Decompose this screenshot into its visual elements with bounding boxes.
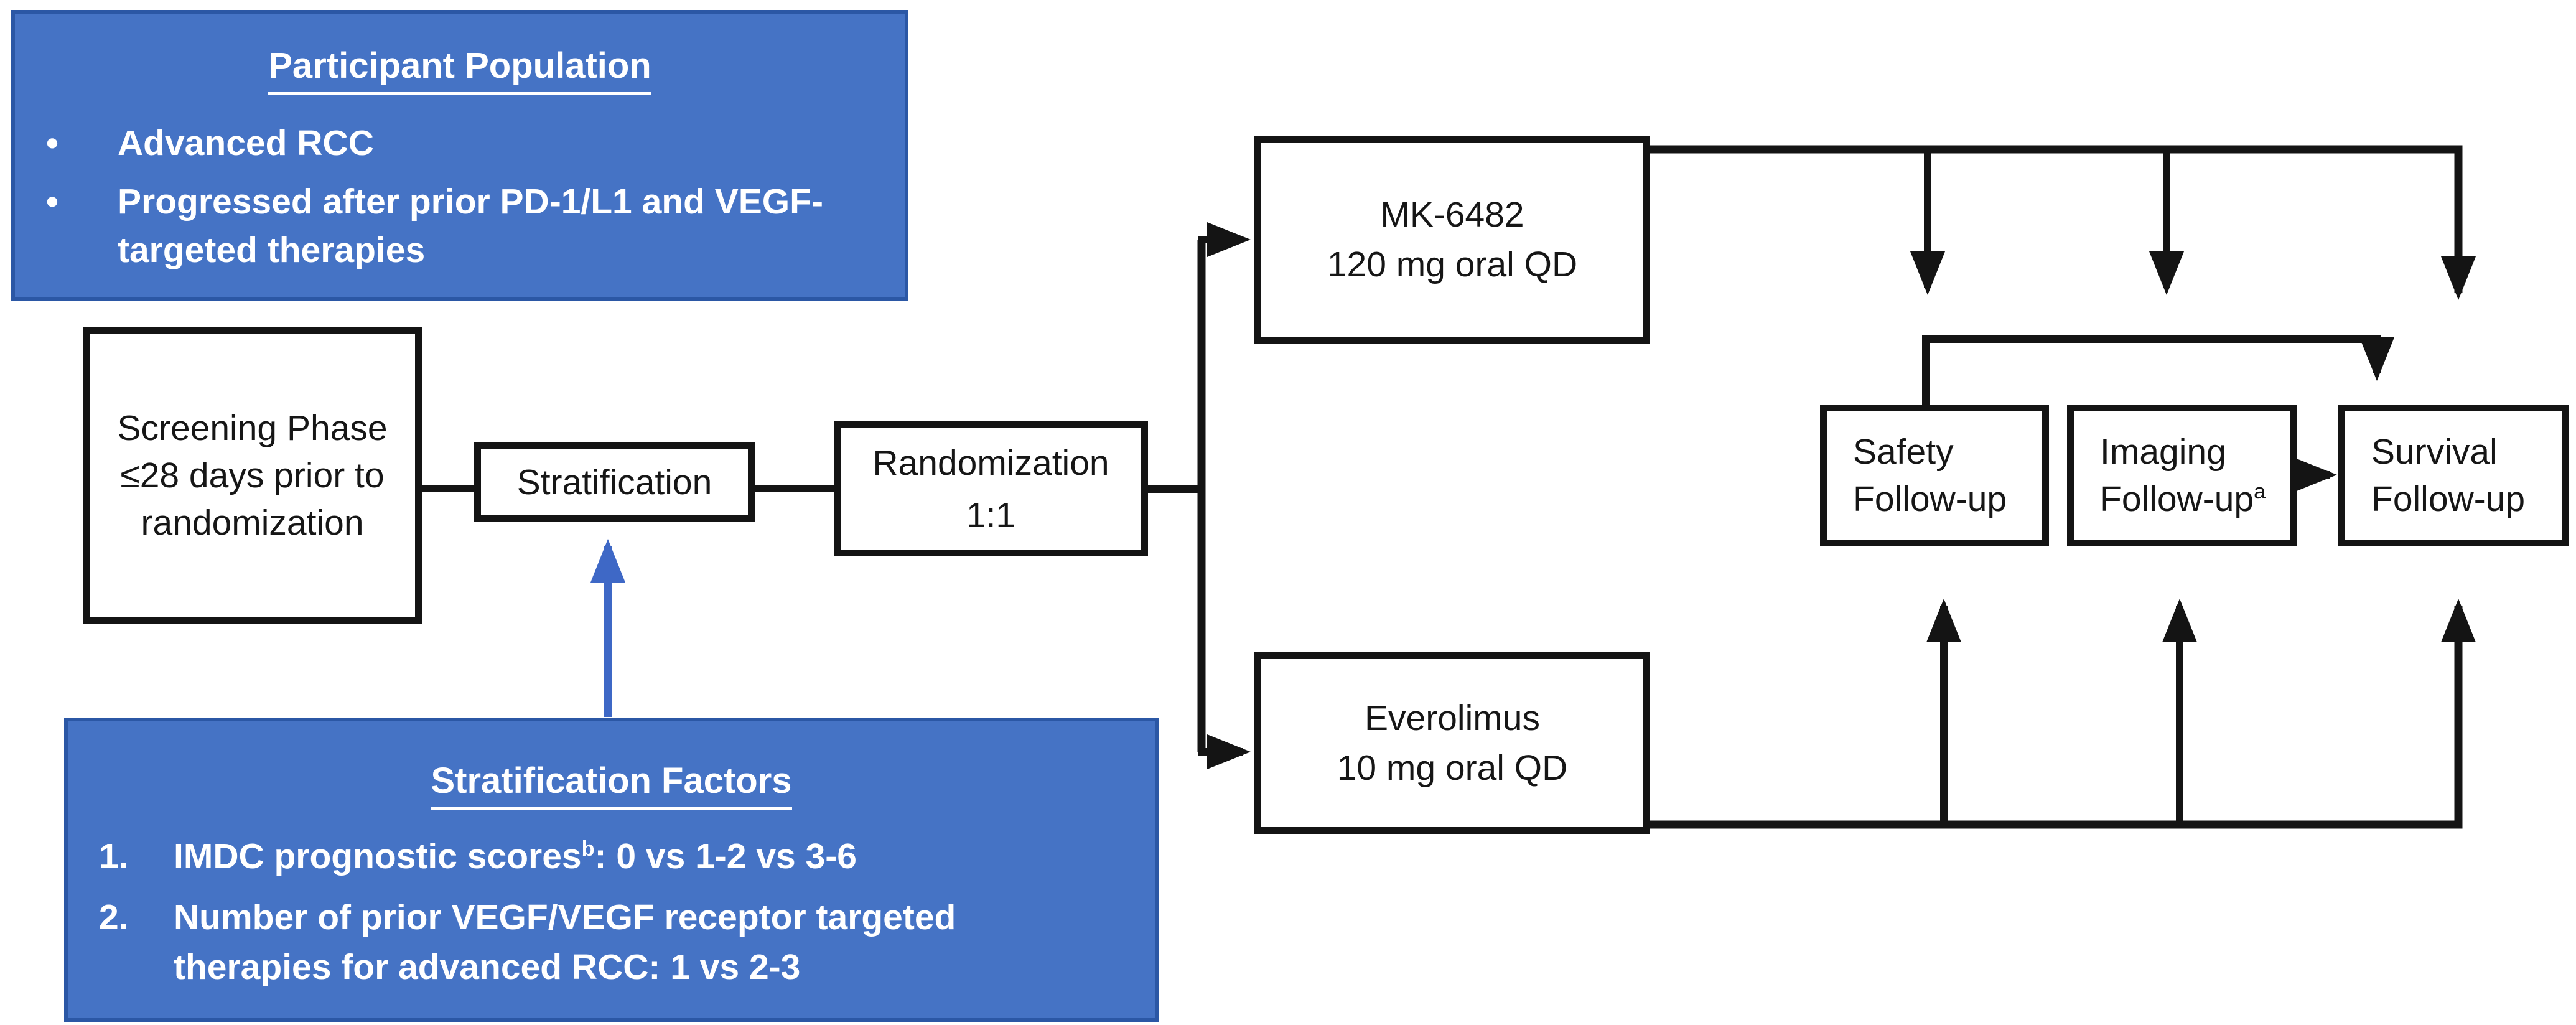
stratification-factors-title: Stratification Factors [68,761,1155,810]
box-line: 120 mg oral QD [1327,245,1578,284]
survival-followup-box: Survival Follow-up [2338,405,2569,546]
box-line: Follow-up [2371,479,2526,519]
box-line: Everolimus [1365,698,1540,738]
connector-top-rail [1649,145,2476,300]
box-line: 1:1 [966,495,1016,535]
participant-population-list: Advanced RCC Progressed after prior PD-1… [15,119,905,274]
box-line: Screening Phase [117,408,388,448]
arm-mk6482-box: MK-6482 120 mg oral QD [1254,136,1650,344]
arm-everolimus-box: Everolimus 10 mg oral QD [1254,652,1650,834]
box-line: Follow-upa [2100,479,2266,519]
box-line: MK-6482 [1380,195,1524,235]
connector-safety-to-survival-elbow [1922,335,2394,406]
stratification-factors-list: IMDC prognostic scoresb: 0 vs 1-2 vs 3-6… [68,831,1155,992]
safety-followup-box: Safety Follow-up [1820,405,2049,546]
box-line: Imaging [2100,432,2226,472]
box-line: Survival [2371,432,2498,472]
connector-bottom-rail [1649,599,2476,829]
box-line: Safety [1853,432,1954,472]
box-line: Randomization [872,442,1109,483]
list-item: Progressed after prior PD-1/L1 and VEGF-… [46,177,867,274]
randomization-box: Randomization 1:1 [834,421,1148,556]
participant-population-title: Participant Population [15,46,905,95]
list-item: IMDC prognostic scoresb: 0 vs 1-2 vs 3-6 [99,831,857,881]
footnote-marker-b: b [581,837,595,861]
box-line: ≤28 days prior to [120,456,385,495]
box-line: Stratification [516,462,712,502]
list-item: Advanced RCC [46,119,867,167]
participant-population-box: Participant Population Advanced RCC Prog… [11,10,908,301]
footnote-marker-a: a [2254,480,2266,503]
stratification-factors-box: Stratification Factors IMDC prognostic s… [64,718,1159,1022]
connector-randomization-branch [1148,222,1251,769]
screening-phase-box: Screening Phase ≤28 days prior to random… [83,327,422,624]
list-item: Number of prior VEGF/VEGF receptor targe… [99,892,956,987]
box-line: 10 mg oral QD [1337,748,1568,788]
stratification-box: Stratification [474,442,755,522]
imaging-followup-box: Imaging Follow-upa [2067,405,2297,546]
box-line: Follow-up [1853,479,2007,519]
box-line: randomization [141,503,364,543]
